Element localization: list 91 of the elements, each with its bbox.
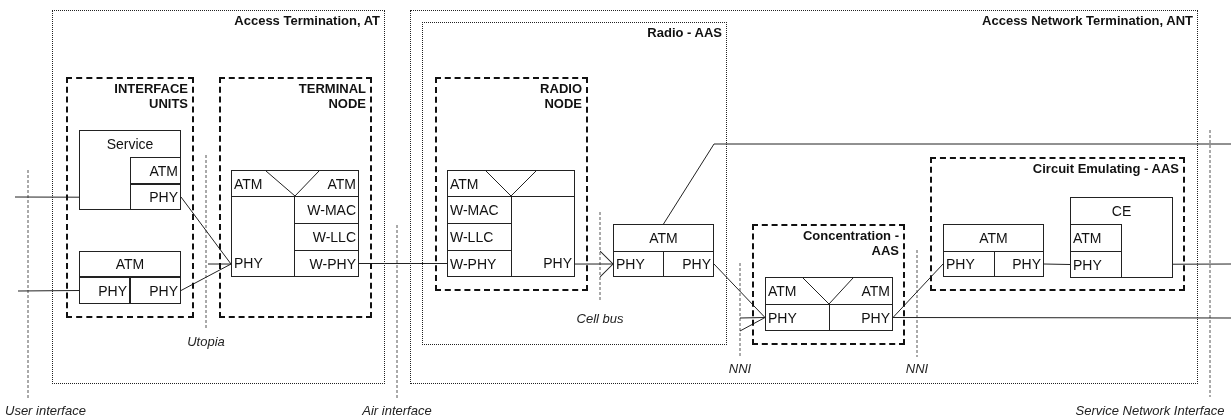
connector-line <box>574 250 614 278</box>
connector-line <box>17 290 80 292</box>
connector-line <box>1172 263 1231 265</box>
group-frame <box>410 10 1198 384</box>
interface-label: NNI <box>905 362 929 375</box>
protocol-layer-cell <box>79 277 130 304</box>
interface-label: Service Network Interface <box>1075 404 1225 417</box>
protocol-layer-cell <box>447 250 512 277</box>
protocol-layer-cell <box>765 277 893 305</box>
layer-box <box>79 130 181 210</box>
connector-line <box>739 317 766 319</box>
protocol-layer-cell <box>130 157 181 184</box>
connector-line <box>663 143 1231 225</box>
interface-label: User interface <box>5 404 86 417</box>
group-frame <box>52 10 385 384</box>
interface-label: Air interface <box>362 404 432 417</box>
layer-label: Service <box>106 137 154 151</box>
connector-line <box>713 263 766 318</box>
group-heading: Radio - AAS <box>647 26 722 41</box>
layer-label: W-PHY <box>450 256 497 271</box>
connector-line <box>892 263 944 318</box>
layer-label: W-PHY <box>309 256 356 271</box>
layer-label: ATM <box>768 284 797 298</box>
layer-label: PHY <box>149 283 178 298</box>
protocol-layer-cell <box>613 224 714 252</box>
layer-label: CE <box>1111 204 1132 218</box>
layer-label: ATM <box>327 176 356 191</box>
subsystem-frame <box>435 77 588 291</box>
group-heading: Access Network Termination, ANT <box>982 14 1193 29</box>
layer-label: ATM <box>979 231 1008 245</box>
layer-label: ATM <box>450 176 479 191</box>
layer-label: ATM <box>115 257 145 271</box>
layer-label: PHY <box>861 310 890 325</box>
layer-label: PHY <box>543 256 572 270</box>
group-heading: Access Termination, AT <box>234 14 380 29</box>
protocol-layer-cell <box>79 251 181 277</box>
layer-label: ATM <box>861 284 890 298</box>
subsystem-frame <box>752 224 905 345</box>
protocol-layer-cell <box>130 184 181 210</box>
interface-label: NNI <box>728 362 752 375</box>
protocol-layer-cell <box>994 251 1044 277</box>
subsystem-frame <box>219 77 372 318</box>
layer-label: PHY <box>149 190 178 204</box>
layer-label: ATM <box>1073 231 1102 245</box>
layer-box <box>511 196 575 277</box>
layer-label: W-LLC <box>450 230 494 244</box>
layer-label: ATM <box>649 231 678 245</box>
layer-label: PHY <box>768 310 797 325</box>
layer-label: PHY <box>1012 257 1041 271</box>
layer-label: PHY <box>234 256 263 270</box>
subsystem-frame <box>930 157 1185 291</box>
group-heading: Concentration - AAS <box>801 229 899 259</box>
protocol-layer-cell <box>943 251 995 277</box>
layer-label: PHY <box>946 257 975 271</box>
protocol-layer-cell <box>294 250 359 277</box>
protocol-layer-cell <box>943 224 1044 252</box>
protocol-layer-cell <box>447 170 575 197</box>
connector-line <box>207 263 232 265</box>
group-heading: RADIO NODE <box>539 82 582 112</box>
protocol-layer-cell <box>1070 224 1122 252</box>
connector-line <box>14 196 80 198</box>
layer-label: ATM <box>149 163 178 178</box>
connector-line <box>358 263 448 264</box>
connector-line <box>1043 263 1071 265</box>
layer-label: W-MAC <box>450 203 499 217</box>
layer-box <box>1070 197 1173 278</box>
protocol-layer-cell <box>130 277 181 304</box>
layer-label: W-LLC <box>312 230 356 244</box>
group-heading: Circuit Emulating - AAS <box>1032 162 1179 177</box>
layer-box <box>231 196 295 277</box>
connector-line <box>180 196 232 265</box>
protocol-layer-cell <box>231 170 359 197</box>
protocol-layer-cell <box>613 251 664 277</box>
connector-line <box>892 317 1231 319</box>
protocol-layer-cell <box>765 304 830 331</box>
layer-label: PHY <box>1073 257 1102 272</box>
group-heading: INTERFACE UNITS <box>113 82 188 112</box>
connector-line <box>180 263 232 291</box>
layer-label: PHY <box>682 257 711 271</box>
connector-line <box>739 317 766 332</box>
layer-label: ATM <box>234 176 263 191</box>
layer-label: W-MAC <box>307 203 356 217</box>
interface-label: Utopia <box>187 335 225 348</box>
group-frame <box>422 22 727 345</box>
subsystem-frame <box>66 77 194 318</box>
interface-label: Cell bus <box>576 312 624 325</box>
protocol-layer-cell <box>663 251 714 277</box>
protocol-layer-cell <box>829 304 893 331</box>
layer-label: PHY <box>616 257 645 271</box>
layer-label: PHY <box>98 283 127 298</box>
group-heading: TERMINAL NODE <box>297 82 366 112</box>
